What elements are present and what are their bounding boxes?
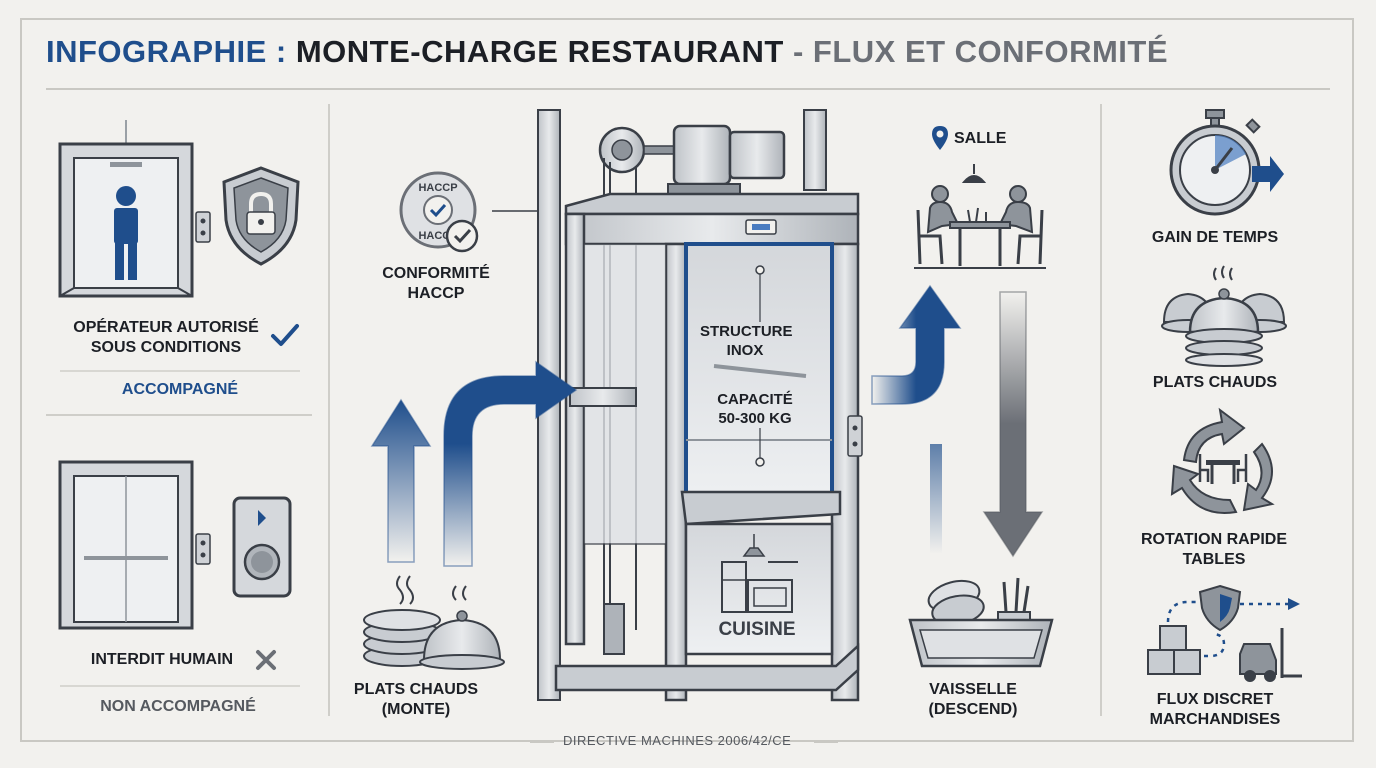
dining-table-icon	[914, 164, 1046, 269]
footer-directive: DIRECTIVE MACHINES 2006/42/CE	[563, 733, 792, 748]
hot-dishes-up-label: PLATS CHAUDS (MONTE)	[346, 680, 486, 720]
haccp-badge-text-top: HACCP	[418, 182, 457, 194]
footer-rule-left	[530, 741, 554, 743]
goods-flow-icon	[1147, 584, 1302, 682]
frame-border	[20, 18, 1354, 742]
left-section-divider	[46, 414, 312, 416]
dining-room-label: SALLE	[954, 130, 1007, 147]
hot-dishes-up-line1: PLATS CHAUDS	[353, 681, 479, 698]
table-rotation-line1: ROTATION RAPIDE	[1140, 531, 1288, 548]
footer-rule-right	[814, 741, 838, 743]
caption-rule-top	[60, 370, 300, 372]
dishes-down-label: VAISSELLE (DESCEND)	[908, 680, 1038, 720]
curved-arrow-to-lift-icon	[443, 360, 578, 567]
dishes-down-line1: VAISSELLE	[929, 681, 1017, 698]
accompanied-caption: ACCOMPAGNÉ	[121, 381, 239, 398]
capacity-line2: 50-300 KG	[718, 410, 792, 427]
caption-rule-bottom	[60, 685, 300, 687]
goods-flow-label: FLUX DISCRET MARCHANDISES	[1140, 690, 1290, 730]
call-button-panel-icon	[232, 496, 292, 598]
capacity-line1: CAPACITÉ	[717, 391, 793, 408]
cross-icon	[256, 650, 276, 670]
table-rotation-line2: TABLES	[1182, 551, 1246, 568]
hot-dishes-icon	[363, 575, 505, 670]
column-divider-right	[1100, 104, 1102, 716]
column-divider-left	[328, 104, 330, 716]
structure-line1: STRUCTURE	[700, 323, 793, 340]
dish-tub-icon	[908, 577, 1054, 668]
hot-dishes-label: PLATS CHAUDS	[1152, 374, 1278, 391]
human-forbidden-label: INTERDIT HUMAIN	[90, 651, 234, 668]
haccp-badge-icon: HACCP HACCP	[399, 171, 479, 253]
title-prefix: INFOGRAPHIE :	[46, 34, 287, 69]
rotation-cycle-icon	[1170, 407, 1275, 514]
goods-flow-line1: FLUX DISCRET	[1156, 691, 1274, 708]
authorized-operator-label: OPÉRATEUR AUTORISÉ SOUS CONDITIONS	[64, 318, 268, 358]
haccp-compliance-line1: CONFORMITÉ	[382, 265, 490, 282]
page-title: INFOGRAPHIE : MONTE-CHARGE RESTAURANT - …	[46, 34, 1168, 70]
blue-fade-bar	[930, 444, 942, 554]
empty-elevator-icon	[58, 460, 211, 630]
haccp-compliance-line2: HACCP	[407, 285, 465, 302]
dumbwaiter-illustration	[537, 109, 863, 702]
goods-flow-line2: MARCHANDISES	[1149, 711, 1281, 728]
elevator-with-person-icon	[58, 120, 211, 298]
unaccompanied-caption: NON ACCOMPAGNÉ	[100, 698, 256, 715]
title-main: MONTE-CHARGE RESTAURANT	[295, 34, 784, 69]
stopwatch-icon	[1169, 109, 1284, 216]
structure-line2: INOX	[726, 342, 764, 359]
time-saving-label: GAIN DE TEMPS	[1151, 229, 1279, 246]
authorized-operator-line1: OPÉRATEUR AUTORISÉ	[73, 319, 259, 336]
capacity-label: CAPACITÉ 50-300 KG	[710, 390, 800, 428]
authorized-operator-line2: SOUS CONDITIONS	[90, 339, 242, 356]
checkmark-icon	[271, 324, 299, 346]
title-suffix: - FLUX ET CONFORMITÉ	[792, 34, 1169, 69]
title-divider	[46, 88, 1330, 90]
kitchen-label: CUISINE	[718, 619, 796, 640]
structure-label: STRUCTURE INOX	[700, 322, 793, 360]
security-lock-shield-icon	[222, 166, 300, 266]
cloche-dishes-icon	[1161, 265, 1287, 367]
table-rotation-label: ROTATION RAPIDE TABLES	[1136, 530, 1292, 570]
location-pin-icon	[932, 126, 948, 150]
hot-dishes-up-line2: (MONTE)	[381, 701, 451, 718]
dishes-down-line2: (DESCEND)	[928, 701, 1018, 718]
curved-arrow-to-dining-icon	[871, 284, 962, 405]
haccp-compliance-label: CONFORMITÉ HACCP	[366, 264, 506, 304]
down-arrow-icon	[982, 291, 1044, 558]
up-arrow-icon	[370, 398, 432, 563]
